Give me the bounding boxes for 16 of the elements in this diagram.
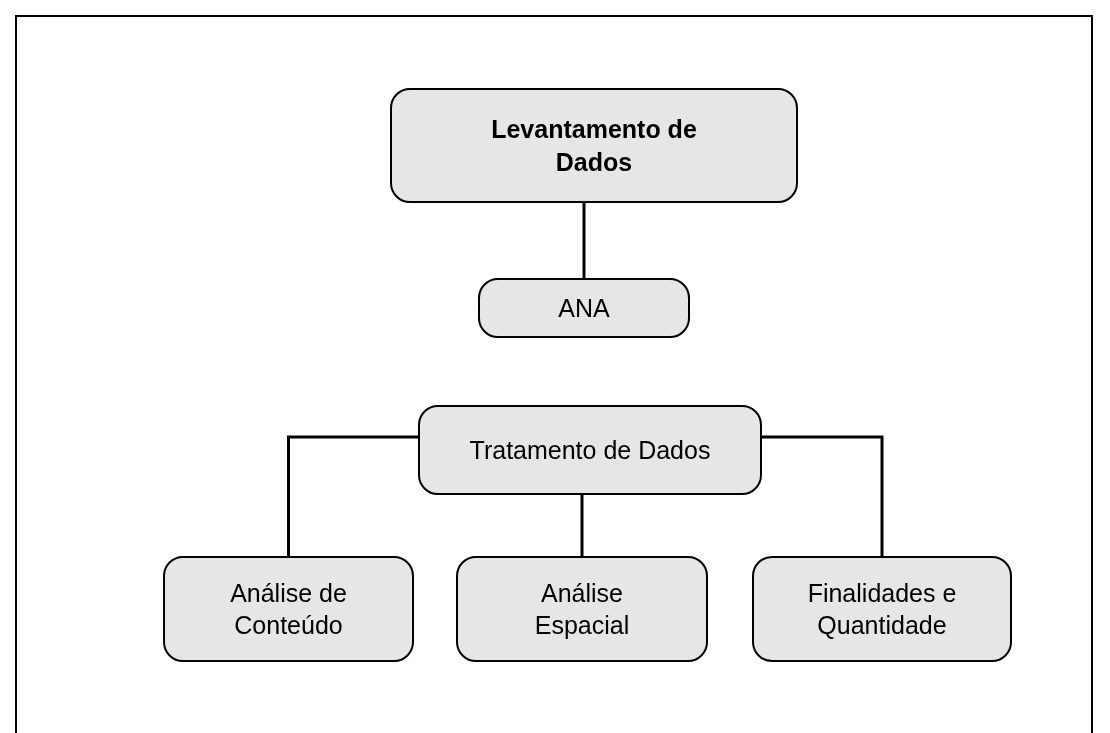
connector-line bbox=[580, 495, 584, 556]
box-label: Finalidades e Quantidade bbox=[806, 577, 958, 641]
connector-line bbox=[762, 435, 884, 556]
box-label: Levantamento de Dados bbox=[490, 114, 698, 178]
process-box bbox=[418, 405, 762, 495]
process-box bbox=[752, 556, 1012, 662]
process-box bbox=[163, 556, 414, 662]
process-box bbox=[478, 278, 690, 338]
box-label: ANA bbox=[558, 292, 610, 324]
box-label: Análise Espacial bbox=[533, 577, 631, 641]
box-label: Tratamento de Dados bbox=[469, 434, 711, 466]
process-box bbox=[390, 88, 798, 203]
process-box bbox=[456, 556, 708, 662]
connector-line bbox=[287, 435, 418, 556]
box-label: Análise de Conteúdo bbox=[229, 577, 348, 641]
connector-line bbox=[582, 203, 586, 278]
